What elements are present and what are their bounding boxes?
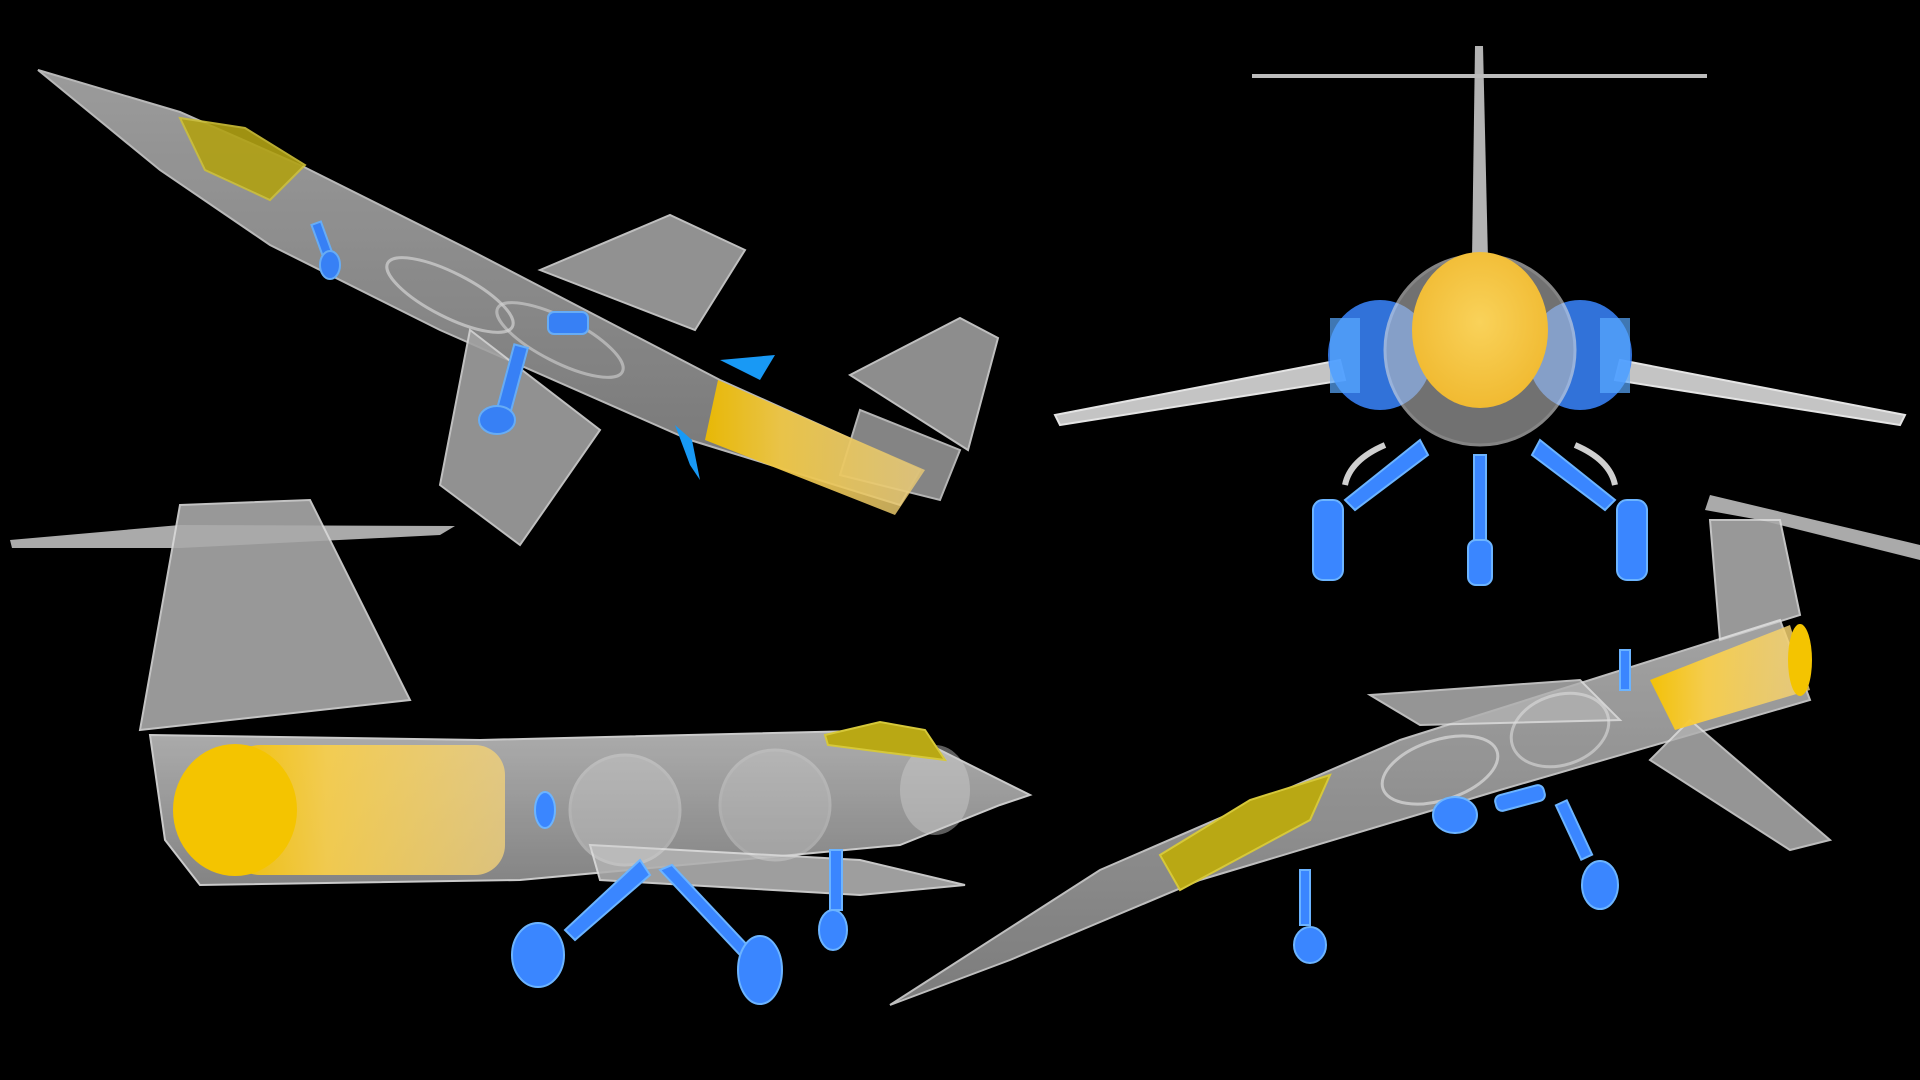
wing-right [1613, 358, 1907, 427]
cyan-fins [675, 355, 775, 480]
landing-gear-front [1312, 438, 1648, 586]
wing-left [1053, 358, 1347, 427]
engine-front [1412, 252, 1548, 408]
aircraft-view-front [1053, 46, 1907, 586]
tail-fin [1708, 519, 1802, 642]
aircraft-view-side [10, 498, 1033, 1005]
engine-body [230, 745, 505, 875]
vertical-tail [138, 498, 412, 732]
canopy-side [823, 720, 948, 762]
landing-gear-perspective [1293, 649, 1631, 964]
aircraft-view-perspective [889, 495, 1920, 1006]
wing-lower [438, 328, 602, 547]
engine-perspective [1650, 625, 1810, 730]
landing-gear [310, 220, 589, 435]
landing-gear-side [511, 791, 848, 1005]
wing-lower-right [1648, 718, 1833, 852]
tail-fin-upper [847, 316, 1000, 452]
wing-upper-right [1366, 678, 1623, 727]
vertical-fin [1472, 46, 1488, 260]
engine-nozzle [173, 744, 297, 876]
wing-upper [537, 213, 747, 332]
tail-stabilizer [1705, 495, 1920, 560]
engine-cylinder [705, 380, 925, 515]
canopy-perspective [1158, 773, 1332, 892]
canopy [178, 116, 307, 202]
aircraft-view-underside [37, 69, 1000, 547]
